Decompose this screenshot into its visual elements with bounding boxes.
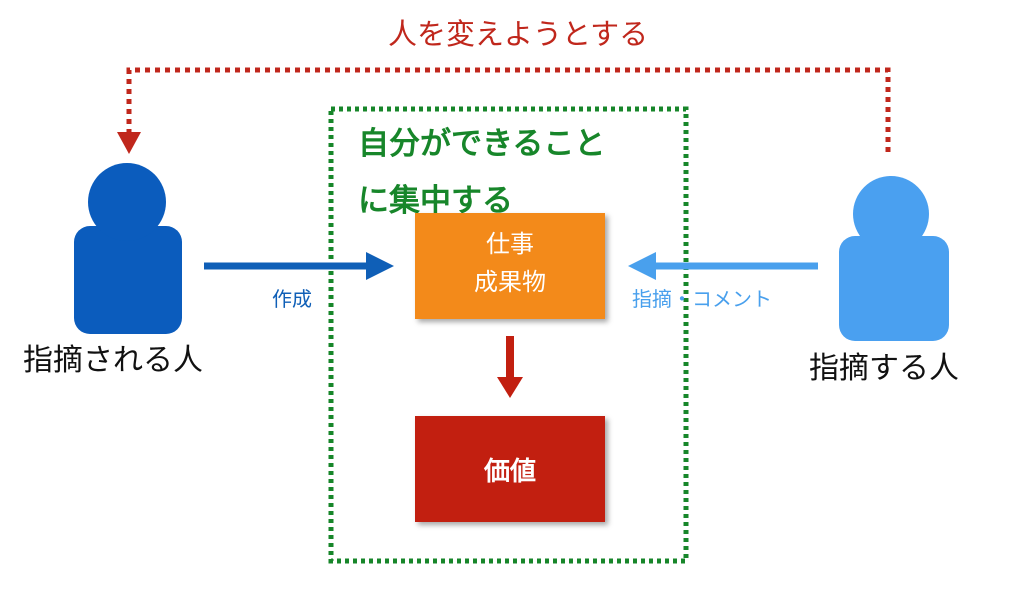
feedback-path — [126, 67, 891, 152]
value-box: 価値 — [415, 416, 605, 522]
value-arrowhead — [497, 377, 523, 398]
comment-arrow-label: 指摘・コメント — [632, 287, 772, 311]
focus-area-boundary — [328, 106, 689, 564]
comment-arrowhead — [628, 252, 656, 280]
right-person-icon — [839, 176, 949, 341]
output-label: 成果物 — [474, 268, 546, 296]
feedback-label: 人を変えようとする — [388, 17, 649, 51]
pointing-person-label: 指摘する人 — [809, 351, 959, 386]
create-arrow-label: 作成 — [272, 287, 312, 311]
focus-area-title-line-1: 自分ができること — [358, 126, 606, 162]
work-label: 仕事 — [486, 230, 534, 258]
work-output-box: 仕事 成果物 — [415, 213, 605, 319]
pointed-out-person-label: 指摘される人 — [23, 343, 203, 378]
create-arrowhead — [366, 252, 394, 280]
value-label: 価値 — [483, 456, 536, 487]
left-person-icon — [74, 163, 182, 334]
feedback-arrowhead — [117, 132, 141, 154]
